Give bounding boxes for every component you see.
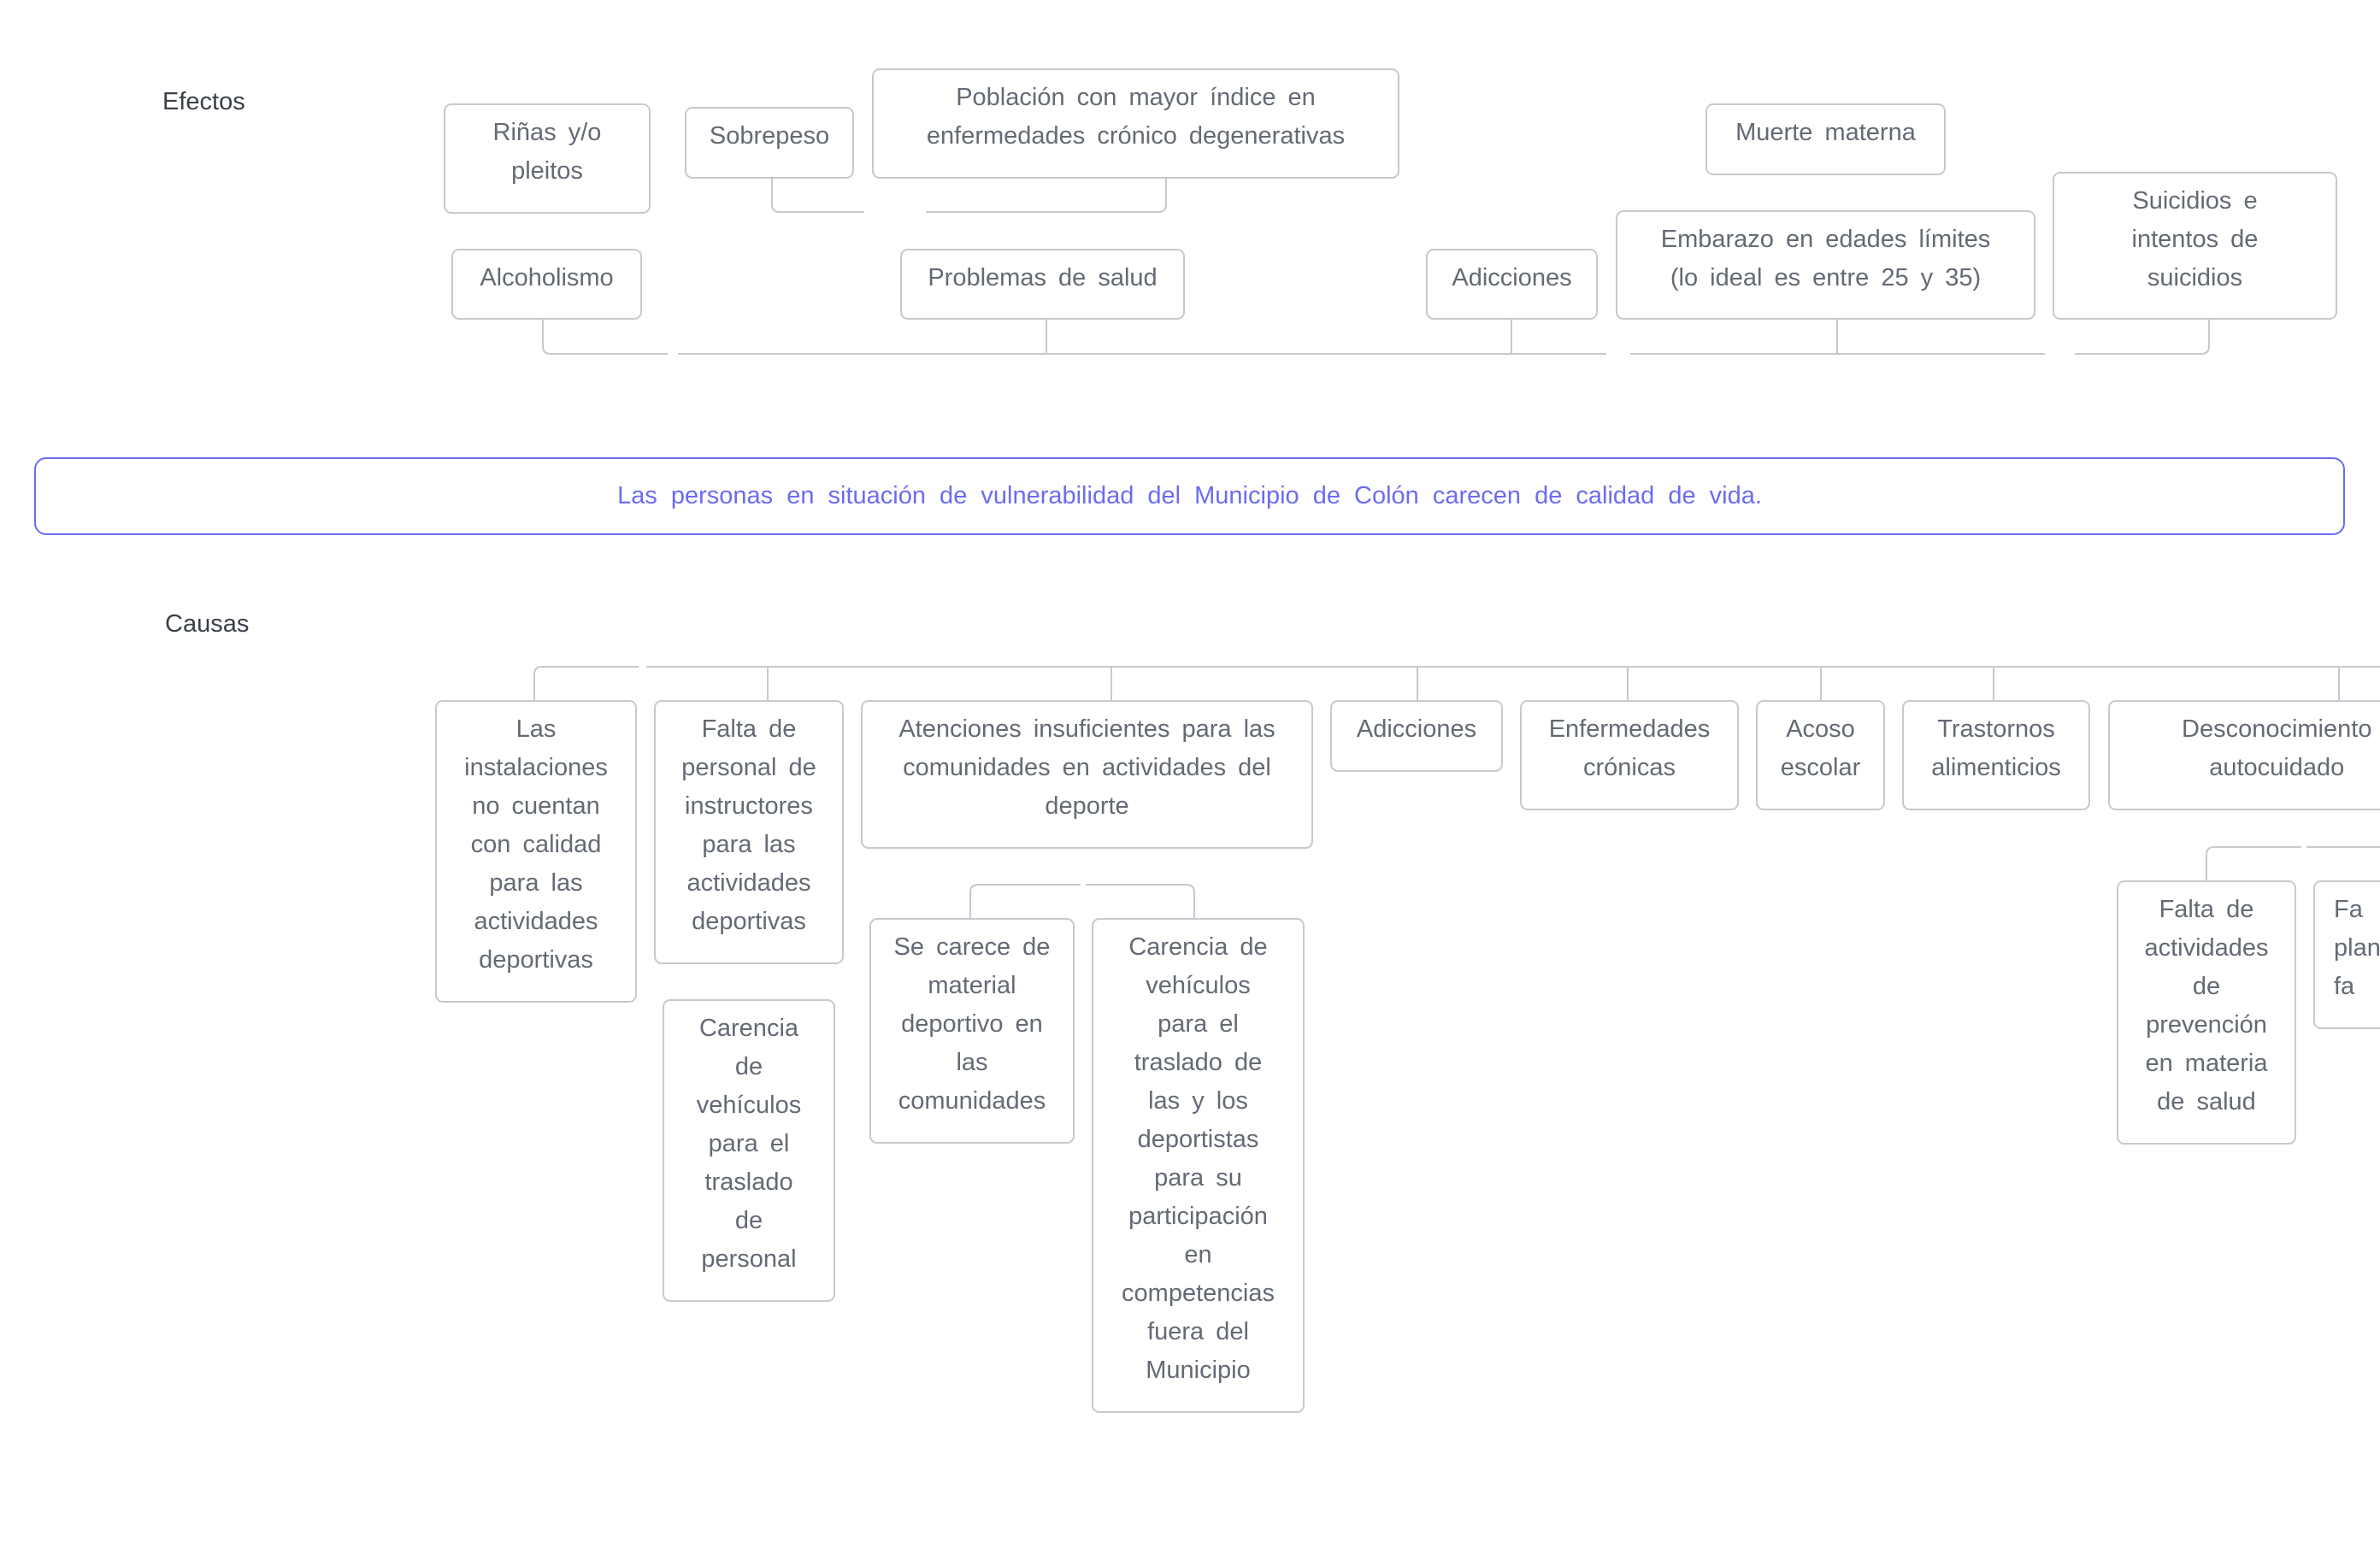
cause-instalaciones: Las instalaciones no cuentan con calidad… — [435, 700, 637, 1003]
cause-carencia-vehiculos-deportistas: Carencia de vehículos para el traslado d… — [1092, 918, 1305, 1413]
cause-falta-actividades-prevencion: Falta de actividades de prevención en ma… — [2117, 880, 2296, 1145]
effects-section-label: Efectos — [162, 88, 245, 115]
effect-suicidios: Suicidios e intentos de suicidios — [2053, 172, 2337, 320]
cause-enfermedades-cronicas: Enfermedades crónicas — [1520, 700, 1739, 810]
effect-alcoholismo: Alcoholismo — [451, 249, 642, 320]
effect-poblacion: Población con mayor índice en enfermedad… — [872, 68, 1399, 179]
effect-problemas-salud: Problemas de salud — [900, 249, 1185, 320]
cause-carencia-vehiculos-personal: Carencia de vehículos para el traslado d… — [663, 999, 835, 1302]
cause-trastornos-alimenticios: Trastornos alimenticios — [1902, 700, 2090, 810]
effect-sobrepeso: Sobrepeso — [685, 107, 854, 179]
causes-section-label: Causas — [165, 610, 250, 638]
effect-embarazo: Embarazo en edades límites (lo ideal es … — [1616, 210, 2035, 320]
central-problem: Las personas en situación de vulnerabili… — [34, 457, 2345, 535]
cause-falta-personal: Falta de personal de instructores para l… — [654, 700, 844, 964]
cause-acoso-escolar: Acoso escolar — [1756, 700, 1885, 810]
cause-planificacion-familiar-partial: Fa plan fa — [2313, 880, 2380, 1029]
cause-material-deportivo: Se carece de material deportivo en las c… — [869, 918, 1075, 1144]
cause-atenciones: Atenciones insuficientes para las comuni… — [861, 700, 1313, 849]
cause-desconocimiento-autocuidado: Desconocimiento autocuidado — [2108, 700, 2380, 810]
effect-rinas: Riñas y/o pleitos — [444, 103, 651, 214]
effect-adicciones: Adicciones — [1426, 249, 1598, 320]
effect-muerte-materna: Muerte materna — [1705, 103, 1946, 175]
cause-adicciones: Adicciones — [1330, 700, 1503, 772]
